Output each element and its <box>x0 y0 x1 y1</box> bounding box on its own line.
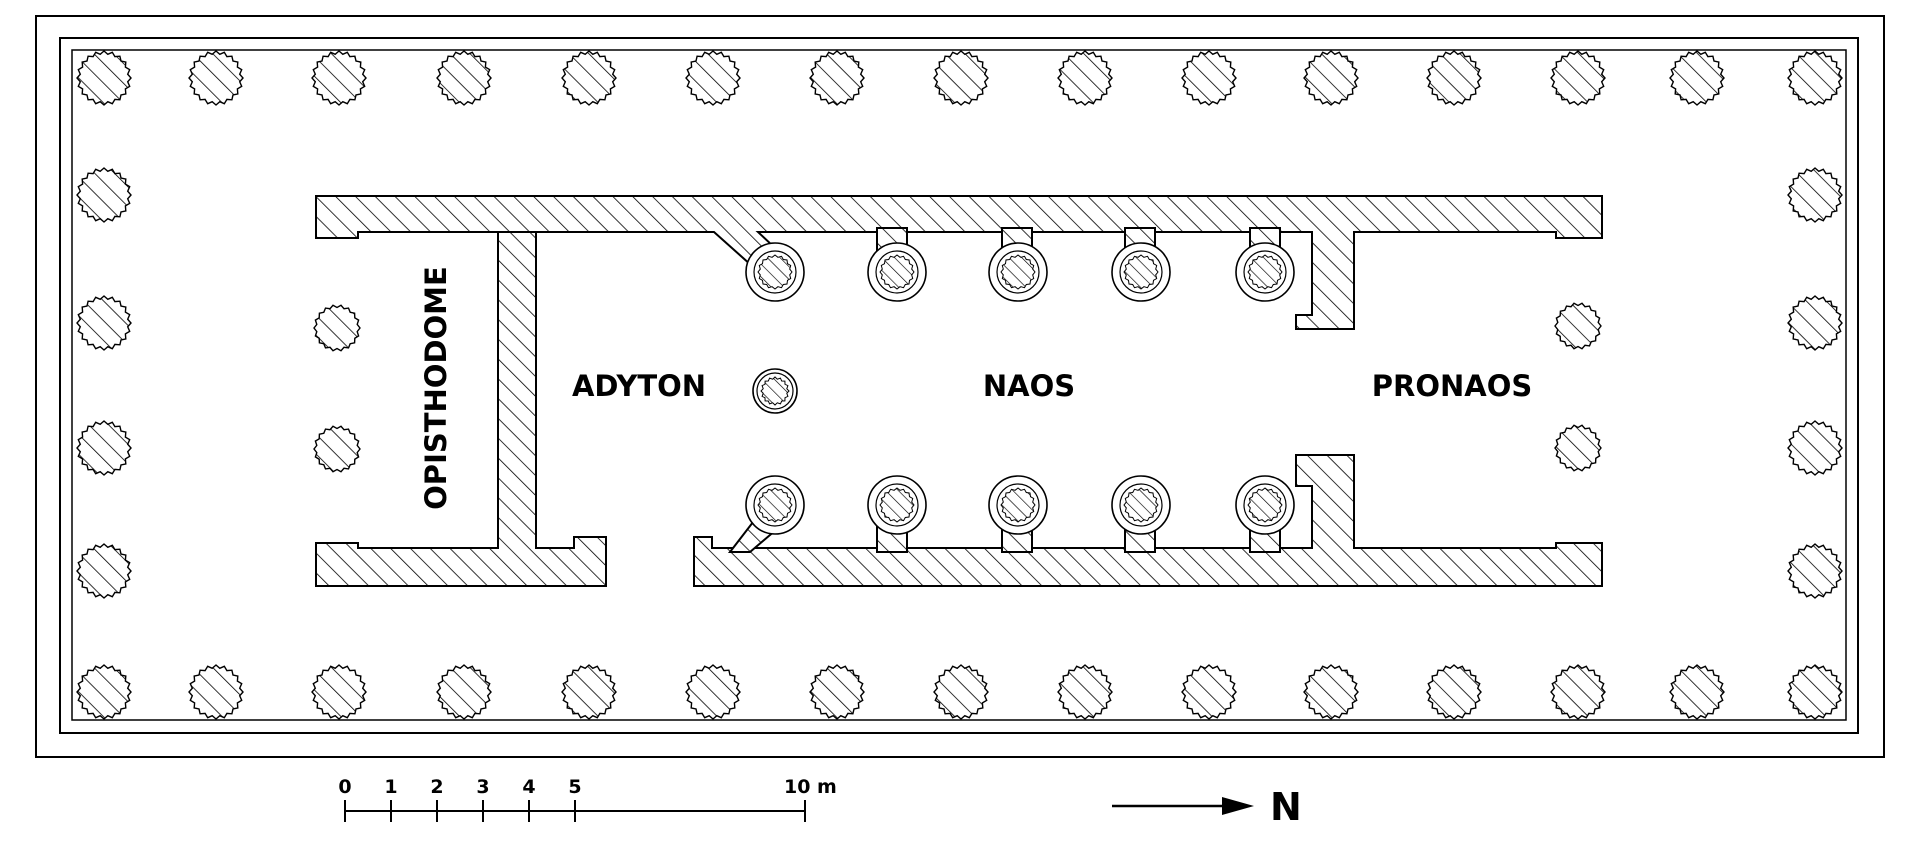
peristyle-column <box>1303 50 1359 106</box>
room-label-naos: NAOS <box>983 369 1075 403</box>
interior-column <box>1123 487 1159 523</box>
peristyle-column <box>76 664 132 720</box>
porch-column <box>313 425 361 473</box>
interior-column-ring <box>875 250 919 294</box>
peristyle-column <box>311 50 367 106</box>
peristyle-column <box>933 50 989 106</box>
peristyle-column <box>1669 664 1725 720</box>
peristyle-column <box>1787 543 1843 599</box>
north-label: N <box>1270 785 1302 829</box>
peristyle-column <box>1787 167 1843 223</box>
peristyle-column <box>1057 664 1113 720</box>
peristyle-column <box>76 295 132 351</box>
peristyle-column <box>1426 664 1482 720</box>
peristyle-column <box>809 50 865 106</box>
peristyle-column <box>436 664 492 720</box>
interior-column <box>879 254 915 290</box>
scale-label-2: 2 <box>430 776 443 798</box>
porch-column <box>1554 424 1602 472</box>
interior-column <box>1247 254 1283 290</box>
interior-column <box>757 254 793 290</box>
interior-column-ring <box>996 483 1040 527</box>
interior-column <box>1247 487 1283 523</box>
scale-label-1: 1 <box>384 776 397 798</box>
interior-column-ring <box>875 483 919 527</box>
peristyle-column <box>76 543 132 599</box>
peristyle-column <box>436 50 492 106</box>
peristyle-column <box>1787 420 1843 476</box>
north-arrow-head <box>1222 797 1254 815</box>
interior-column <box>757 487 793 523</box>
scale-label-4: 4 <box>522 776 535 798</box>
interior-column-ring <box>753 483 797 527</box>
peristyle-column <box>685 664 741 720</box>
scale-bar: 0 1 2 3 4 5 10 m <box>338 776 837 822</box>
room-label-pronaos: PRONAOS <box>1372 369 1533 403</box>
peristyle-column <box>188 664 244 720</box>
peristyle-column <box>809 664 865 720</box>
interior-column-ring <box>756 372 794 410</box>
interior-column <box>1000 254 1036 290</box>
peristyle-column <box>1669 50 1725 106</box>
interior-column-ring <box>1243 250 1287 294</box>
scale-label-10m: 10 m <box>784 776 837 798</box>
peristyle-column <box>1181 50 1237 106</box>
interior-column-ring <box>996 250 1040 294</box>
peristyle-column <box>1787 50 1843 106</box>
bottom-wall <box>693 454 1603 587</box>
interior-column-ring <box>1243 483 1287 527</box>
interior-columns <box>745 242 1295 535</box>
peristyle-column <box>1787 295 1843 351</box>
peristyle-column <box>76 167 132 223</box>
interior-column-ring <box>1119 250 1163 294</box>
peristyle-column <box>933 664 989 720</box>
peristyle-column <box>561 664 617 720</box>
peristyle-column <box>1181 664 1237 720</box>
scale-label-0: 0 <box>338 776 351 798</box>
peristyle-column <box>311 664 367 720</box>
peristyle-column <box>1303 664 1359 720</box>
peristyle-column <box>1426 50 1482 106</box>
peristyle-columns <box>76 50 1843 720</box>
porch-column <box>1554 302 1602 350</box>
peristyle-column <box>188 50 244 106</box>
peristyle-column <box>685 50 741 106</box>
peristyle-column <box>1550 50 1606 106</box>
peristyle-column <box>1057 50 1113 106</box>
interior-column-ring <box>753 250 797 294</box>
north-arrow: N <box>1112 785 1302 829</box>
interior-column <box>1123 254 1159 290</box>
porch-column <box>313 304 361 352</box>
scale-label-3: 3 <box>476 776 489 798</box>
room-label-adyton: ADYTON <box>572 369 706 403</box>
interior-column <box>1000 487 1036 523</box>
peristyle-column <box>76 50 132 106</box>
room-label-opisthodome: OPISTHODOME <box>419 266 453 510</box>
porch-columns <box>313 302 1602 473</box>
peristyle-column <box>76 420 132 476</box>
stylobate-border <box>59 37 1859 734</box>
interior-column-ring <box>1119 483 1163 527</box>
platform-outer-border <box>35 15 1885 758</box>
peristyle-column <box>561 50 617 106</box>
peristyle-column <box>1787 664 1843 720</box>
scale-label-5: 5 <box>568 776 581 798</box>
interior-column <box>879 487 915 523</box>
peristyle-column <box>1550 664 1606 720</box>
stylobate-inner-border <box>71 49 1847 721</box>
interior-column <box>760 376 790 406</box>
opisthodome-wall <box>315 231 607 587</box>
